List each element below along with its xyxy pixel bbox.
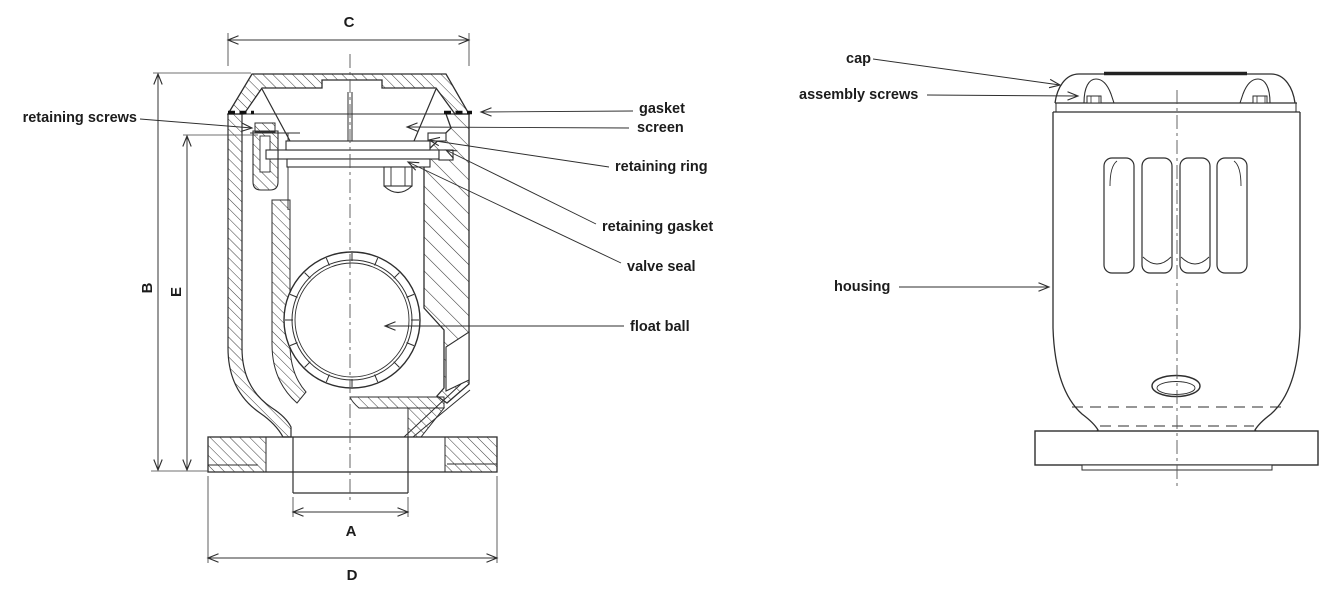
assembly-screw-left (1086, 95, 1102, 104)
cap-screw-boss-left (1083, 78, 1115, 104)
external-view: cap assembly screws housing (799, 51, 1319, 487)
label-float-ball: float ball (630, 319, 690, 335)
cap-screw-boss-right (1239, 78, 1271, 104)
valve-seal-bolt (383, 166, 413, 194)
leader-cap (872, 58, 1062, 89)
dimension-lines (153, 35, 499, 563)
vent-slots (1103, 157, 1248, 274)
dimension-d-label: D (347, 567, 358, 584)
leader-gasket (479, 107, 634, 117)
leader-valve-seal (406, 161, 622, 264)
retaining-gasket-part (438, 149, 454, 161)
valve-stem (347, 92, 353, 141)
ball-shell-hatch-ticks (285, 253, 419, 387)
seat-ledge-section (349, 396, 445, 409)
screen-funnel (261, 88, 437, 142)
flange-external (1034, 430, 1319, 471)
label-retaining-gasket: retaining gasket (602, 219, 713, 235)
label-gasket: gasket (639, 101, 685, 117)
retaining-screw-boss (250, 122, 300, 210)
dimension-c-label: C (344, 14, 355, 31)
label-valve-seal: valve seal (627, 259, 696, 275)
wall-facet (445, 330, 470, 392)
drain-hole (1151, 374, 1201, 398)
neck-transition-lines (403, 383, 471, 438)
inlet-flange (207, 436, 498, 494)
label-retaining-ring: retaining ring (615, 159, 708, 175)
dimension-e-label: E (168, 287, 185, 297)
leader-retaining-ring (427, 136, 610, 168)
leader-screen (405, 122, 630, 132)
valve-seat-assembly (265, 132, 454, 168)
cap-section (226, 73, 471, 115)
label-housing: housing (834, 279, 890, 295)
label-cap: cap (846, 51, 871, 67)
housing-wall-left-section (227, 113, 292, 438)
dimension-a-label: A (346, 523, 357, 540)
retaining-screw (254, 122, 276, 133)
housing-external (1052, 103, 1301, 434)
inlet-bore (292, 437, 409, 494)
neck-wedge-section (407, 407, 446, 438)
label-screen: screen (637, 120, 684, 136)
label-assembly-screws: assembly screws (799, 87, 918, 103)
assembly-screw-right (1252, 95, 1268, 104)
leader-retaining-screws (139, 118, 254, 132)
section-view: C B E A D retaining screws gasket screen… (23, 14, 714, 584)
label-retaining-screws: retaining screws (23, 110, 137, 126)
leader-assembly-screws (926, 91, 1080, 101)
dimension-extension-lines (151, 33, 498, 563)
float-ball-part (283, 251, 421, 389)
dimension-b-label: B (139, 282, 156, 293)
section-leaders (139, 107, 634, 331)
leader-retaining-gasket (444, 149, 597, 225)
external-leaders (872, 58, 1080, 292)
cap-external (1054, 71, 1297, 104)
